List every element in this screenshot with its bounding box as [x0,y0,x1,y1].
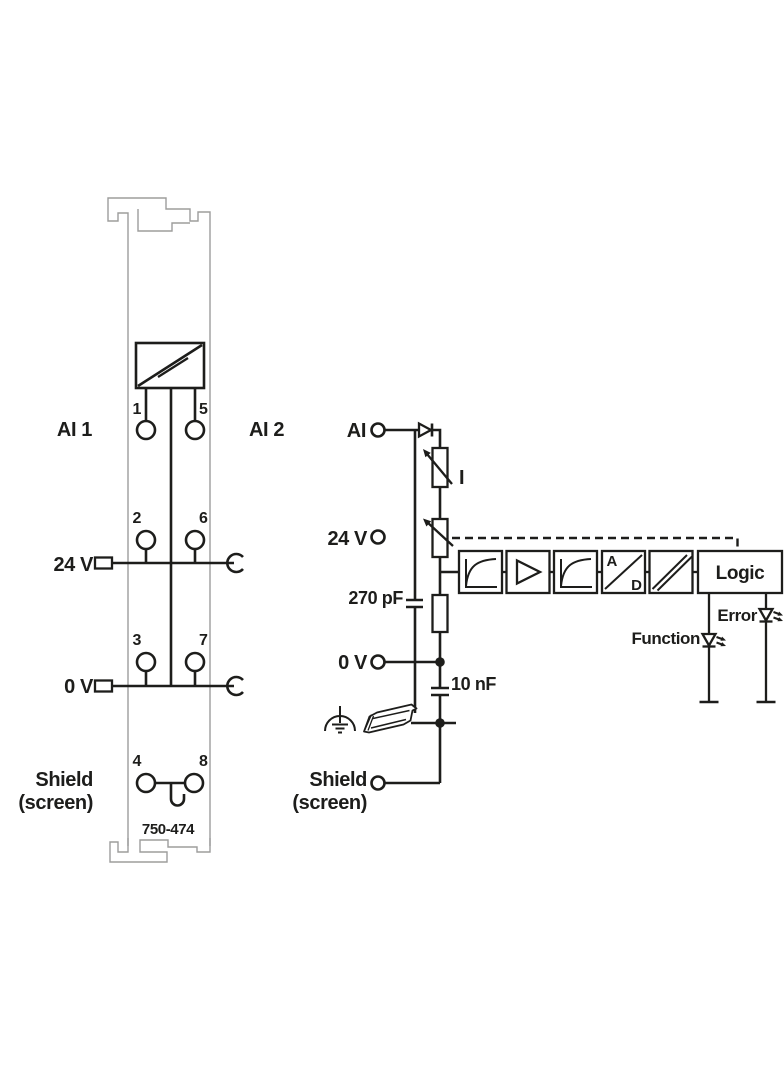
error-led-triangle [757,607,775,623]
series-resistor [431,593,449,634]
error-led-ray-1 [773,611,780,615]
logic-control-dashed-wire [452,536,739,555]
current-source-label: I [459,467,464,489]
terminal-1-clamp [135,419,157,441]
adc-diagonal [604,554,643,590]
ground-rail-hook-icon [226,675,244,697]
terminal-2-clamp [135,529,157,551]
terminal-1-number: 1 [133,401,142,418]
error-led-ray1-head [777,611,783,616]
capacitor-10nf-label: 10 nF [451,674,496,694]
schematic-shield-label: Shield [309,769,367,791]
functional-earth-icon [324,706,356,734]
current-source-arrowhead [423,449,431,458]
schematic-ai-label: AI [347,420,366,442]
schematic: AI 24 V 0 V Shield (screen) 270 pF I [292,420,784,814]
terminal-2-number: 2 [133,510,142,527]
function-led-ray-1 [716,636,723,640]
shield-hook-icon [169,783,186,807]
adc-letter-a: A [607,553,618,570]
error-led-icon [757,607,783,623]
terminal-3-clamp [135,651,157,673]
terminal-6-clamp [184,529,206,551]
din-rail-grooves [370,709,410,729]
filter1-axes [465,559,497,588]
schematic-screen-label: (screen) [292,792,367,814]
module-housing-walls [107,197,211,846]
module-shield-label: Shield [35,769,93,791]
filter2-axes [560,559,592,588]
terminal-8-number: 8 [199,753,208,770]
channel-ai1-label: AI 1 [57,419,92,441]
transducer-diagonal [137,343,203,388]
junction-dot-earth [435,718,445,728]
module-24v-label: 24 V [53,554,94,576]
schematic-0v-terminal [370,654,386,670]
terminal-8-clamp [183,772,205,794]
power-rail-hook-icon [226,552,244,574]
terminal-3-number: 3 [133,632,142,649]
error-led-label: Error [717,606,757,625]
schematic-24v-label: 24 V [327,528,368,550]
terminal-4-number: 4 [133,753,142,770]
logic-block [696,549,784,595]
channel-ai2-label: AI 2 [249,419,284,441]
terminal-7-clamp [184,651,206,673]
power-connector-symbol [93,556,114,570]
function-led-label: Function [631,629,700,648]
part-number-label: 750-474 [142,821,195,838]
diode-icon [417,421,434,439]
terminal-6-number: 6 [199,510,208,527]
function-led-ray2-head [720,642,726,647]
din-rail-icon [363,703,418,734]
function-led-ray-2 [716,641,723,646]
module-housing-bottom [109,838,211,863]
logic-block-label: Logic [716,563,765,584]
current-source-arrow [426,453,453,485]
module-housing-top-notch [137,209,190,232]
schematic-ai-terminal [370,422,386,438]
ground-connector-symbol [93,679,114,693]
function-led-icon [700,632,726,648]
controlled-resistor-arrow [426,521,454,547]
module-screen-label: (screen) [18,792,93,814]
terminal-4-clamp [135,772,157,794]
terminal-7-number: 7 [199,632,208,649]
transducer-diagonal-short [157,357,189,378]
controlled-resistor-arrowhead [423,518,432,527]
terminal-5-clamp [184,419,206,441]
filter2-curve [560,558,592,587]
junction-dot-0v [435,657,445,667]
terminal-5-number: 5 [199,401,208,418]
filter1-curve [465,558,497,587]
function-led-triangle [700,632,718,648]
din-rail-hatch [364,714,375,731]
error-led-ray-2 [773,616,780,621]
adc-letter-d: D [631,577,642,594]
wire-diode-to-branch [433,428,442,448]
amplifier-triangle-icon [515,558,543,586]
schematic-24v-terminal [370,529,386,545]
isolation-diagonal-1 [651,554,688,590]
schematic-0v-label: 0 V [338,652,368,674]
error-led-ray2-head [777,617,783,622]
isolation-diagonal-2 [656,555,693,592]
schematic-shield-terminal [370,775,386,791]
module-0v-label: 0 V [64,676,94,698]
io-module: 1 5 2 6 3 7 4 8 AI 1 AI 2 24 V 0 V Shiel… [18,197,285,863]
function-led-ray1-head [720,636,726,641]
capacitor-270pf-label: 270 pF [348,588,403,608]
current-source-resistor [431,446,449,489]
